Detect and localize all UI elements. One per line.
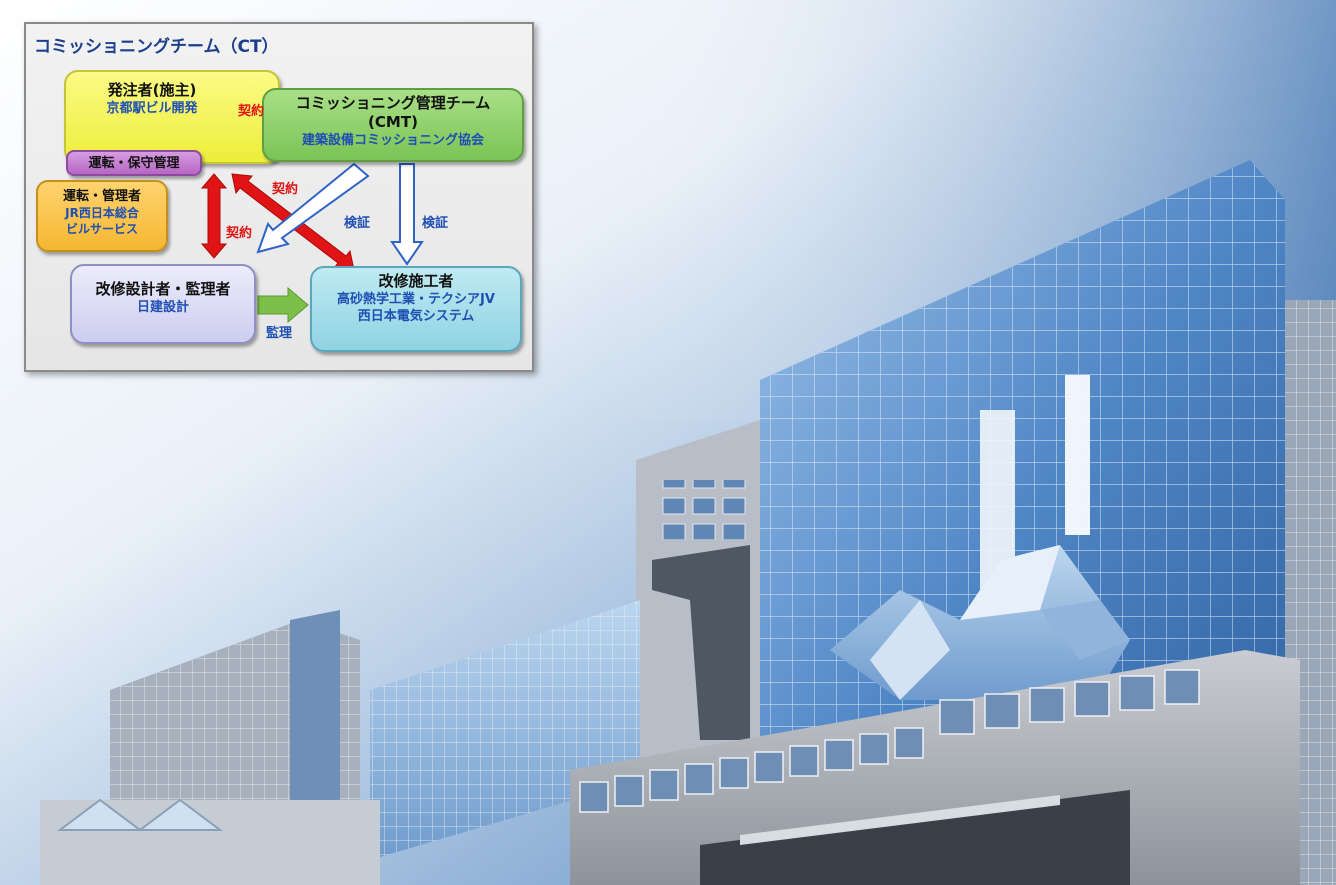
supervise-label: 監理 [266, 326, 293, 341]
verify-label-contractor: 検証 [422, 216, 449, 231]
contractor-org-line1: 高砂熱学工業・テクシアJV [337, 292, 495, 307]
contract-label-owner-cmt: 契約 [238, 104, 265, 119]
operator-org-line1: JR西日本総合 [65, 206, 139, 220]
operator-node: 運転・管理者 JR西日本総合 ビルサービス [36, 180, 168, 252]
contractor-name: 改修施工者 [378, 272, 454, 290]
cmt-node: コミッショニング管理チーム (CMT) 建築設備コミッショニング協会 [262, 88, 524, 162]
operator-name: 運転・管理者 [62, 189, 141, 204]
designer-node: 改修設計者・監理者 日建設計 [70, 264, 256, 344]
contractor-node: 改修施工者 高砂熱学工業・テクシアJV 西日本電気システム [310, 266, 522, 352]
diagram-title: コミッショニングチーム（CT） [34, 37, 279, 57]
cmt-name-line2: (CMT) [368, 113, 418, 131]
supervise-arrow [257, 286, 309, 324]
verify-arrow-designer [256, 162, 370, 254]
owner-org: 京都駅ビル開発 [106, 101, 198, 116]
operator-org-line2: ビルサービス [65, 222, 138, 236]
maintenance-node: 運転・保守管理 [66, 150, 202, 176]
verify-label-designer: 検証 [344, 216, 371, 231]
contract-label-owner-designer: 契約 [226, 226, 253, 241]
designer-name: 改修設計者・監理者 [95, 280, 231, 298]
commissioning-team-diagram: コミッショニングチーム（CT） 発注者(施主) 京都駅ビル開発 コミッショニング… [24, 22, 534, 372]
owner-name: 発注者(施主) [107, 81, 197, 99]
cmt-org: 建築設備コミッショニング協会 [301, 133, 484, 148]
verify-arrow-contractor [390, 163, 424, 266]
maintenance-name: 運転・保守管理 [88, 156, 180, 171]
designer-org: 日建設計 [136, 300, 189, 315]
contract-arrow-owner-designer [200, 173, 228, 259]
contract-label-owner-contractor: 契約 [272, 182, 299, 197]
cmt-name-line1: コミッショニング管理チーム [295, 94, 491, 112]
contractor-org-line2: 西日本電気システム [357, 309, 475, 324]
owner-node: 発注者(施主) 京都駅ビル開発 [64, 70, 280, 164]
